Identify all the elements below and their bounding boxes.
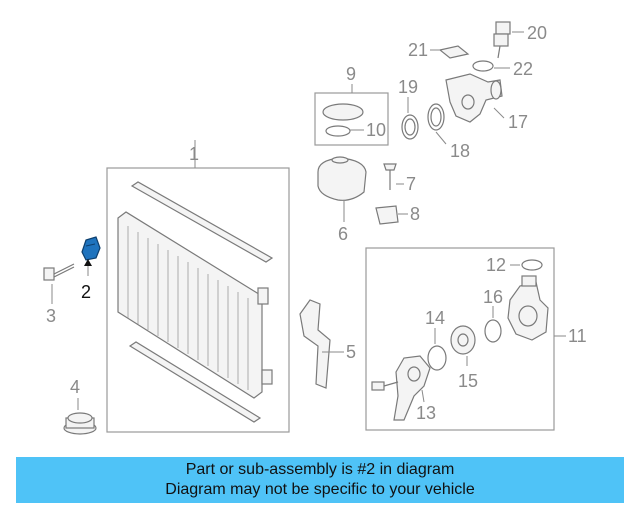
- callout-13[interactable]: 13: [416, 403, 436, 423]
- part-11-housing[interactable]: [507, 275, 549, 341]
- part-14-seal[interactable]: [427, 345, 447, 371]
- radiator-bottom-strip[interactable]: [128, 341, 262, 423]
- callout-3[interactable]: 3: [46, 306, 56, 326]
- callout-7[interactable]: 7: [406, 174, 416, 194]
- thermostat-group-box: [365, 247, 555, 431]
- part-19-seal[interactable]: [401, 114, 419, 140]
- callout-6[interactable]: 6: [338, 224, 348, 244]
- part-9-cap[interactable]: [322, 103, 364, 121]
- part-16-seal[interactable]: [484, 319, 502, 343]
- part-18-seal[interactable]: [427, 103, 445, 131]
- part-3-bolt[interactable]: [43, 263, 75, 281]
- callout-18[interactable]: 18: [450, 141, 470, 161]
- part-17-flange[interactable]: [445, 73, 503, 123]
- callout-20[interactable]: 20: [527, 23, 547, 43]
- part-15-thermostat[interactable]: [450, 325, 476, 355]
- callout-21[interactable]: 21: [408, 40, 428, 60]
- part-6-expansion-tank[interactable]: [317, 156, 367, 201]
- part-10-seal[interactable]: [325, 125, 351, 137]
- callout-17[interactable]: 17: [508, 112, 528, 132]
- callout-8[interactable]: 8: [410, 204, 420, 224]
- callout-11[interactable]: 11: [568, 326, 587, 346]
- callout-1[interactable]: 1: [189, 144, 199, 164]
- part-20-sensor[interactable]: [493, 21, 511, 59]
- callout-4[interactable]: 4: [70, 377, 80, 397]
- callout-5[interactable]: 5: [346, 342, 356, 362]
- banner-line-2: Diagram may not be specific to your vehi…: [165, 481, 475, 498]
- part-7-screw[interactable]: [383, 163, 397, 190]
- part-13-housing[interactable]: [371, 355, 431, 421]
- callout-15[interactable]: 15: [458, 371, 478, 391]
- callout-19[interactable]: 19: [398, 77, 418, 97]
- info-banner: Part or sub-assembly is #2 in diagram Di…: [16, 457, 624, 503]
- callout-12[interactable]: 12: [486, 255, 506, 275]
- part-5-air-duct[interactable]: [299, 299, 331, 389]
- callout-2[interactable]: 2: [81, 282, 91, 302]
- parts-diagram: 1 2: [43, 21, 587, 435]
- callout-9[interactable]: 9: [346, 64, 356, 84]
- callout-14[interactable]: 14: [425, 308, 445, 328]
- part-2-mount-bushing[interactable]: [81, 236, 101, 261]
- part-8-clip[interactable]: [375, 205, 399, 225]
- callout-10[interactable]: 10: [366, 120, 386, 140]
- radiator-core[interactable]: [117, 211, 273, 399]
- callout-22[interactable]: 22: [513, 59, 533, 79]
- radiator-group-box: [106, 167, 290, 433]
- callout-16[interactable]: 16: [483, 287, 503, 307]
- part-4-mount[interactable]: [63, 412, 97, 435]
- part-22-ring[interactable]: [472, 60, 494, 72]
- radiator-top-strip[interactable]: [130, 181, 274, 263]
- banner-line-1: Part or sub-assembly is #2 in diagram: [185, 461, 455, 478]
- part-21-gasket[interactable]: [438, 45, 470, 59]
- part-12-seal[interactable]: [521, 259, 543, 271]
